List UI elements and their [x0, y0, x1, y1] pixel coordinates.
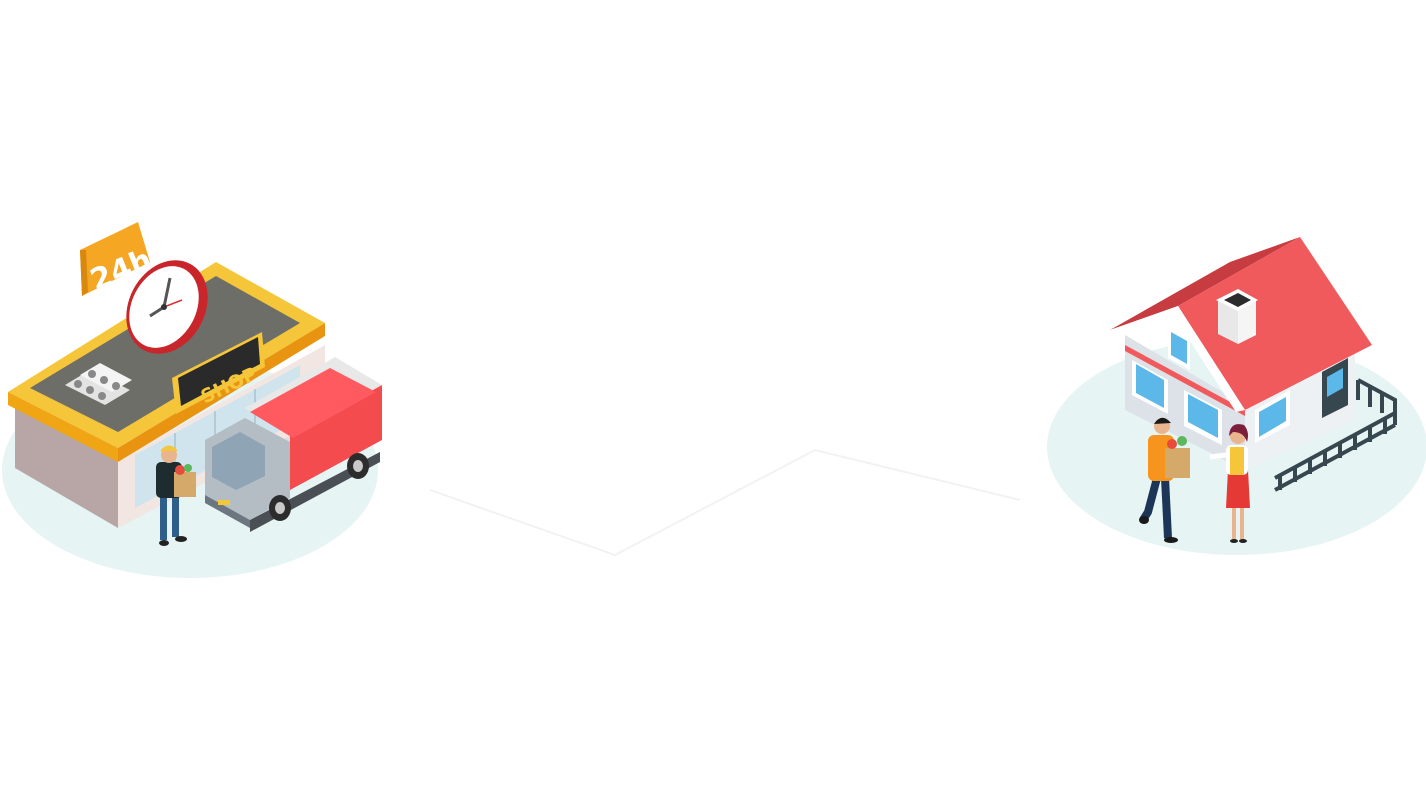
hours-sign: 24h	[80, 222, 157, 298]
customer-woman	[1209, 424, 1250, 543]
house-group	[1047, 237, 1426, 555]
route-lines	[429, 448, 1021, 557]
delivery-man	[156, 445, 196, 546]
shop-roof-edge-front	[118, 323, 325, 462]
house-roof-main	[1178, 237, 1372, 410]
clock-icon	[126, 260, 208, 354]
shop-roof-edge-left	[8, 392, 118, 462]
ac-units	[65, 363, 132, 405]
chimney	[1216, 289, 1258, 344]
shop-sign: SHOP	[172, 332, 265, 414]
delivery-truck	[205, 357, 382, 532]
store-group: SHOP 24h	[2, 222, 382, 578]
house-fence	[1274, 378, 1397, 492]
house-windows	[1132, 328, 1290, 445]
house-delivery-worker	[1139, 417, 1190, 543]
shop-left-wall	[15, 400, 118, 528]
house-roof-left	[1110, 237, 1300, 330]
